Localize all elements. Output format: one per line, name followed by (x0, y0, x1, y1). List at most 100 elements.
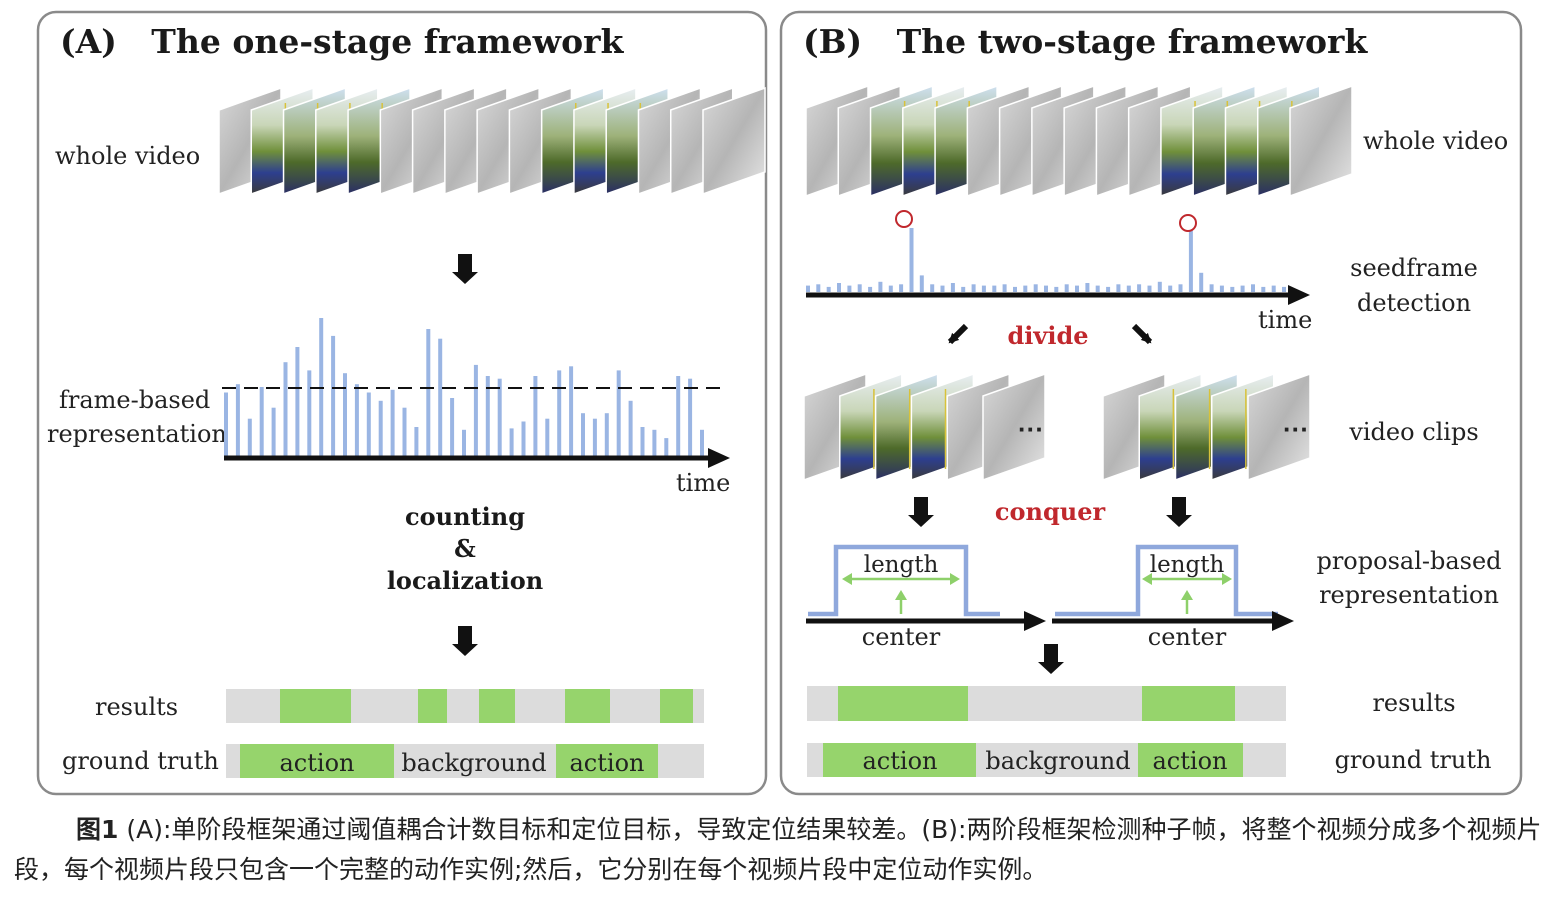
panel-b-axis-arrowhead (1288, 285, 1310, 305)
frame-bar (271, 407, 276, 456)
frame-bar (652, 429, 657, 456)
panel-a-result-segment (418, 689, 447, 723)
seed-bar (1230, 286, 1235, 292)
down-arrow-icon (1038, 644, 1064, 674)
frame-bar (366, 392, 371, 456)
divide-left-arrow-icon (947, 323, 969, 345)
panel-a-gt-action-segment (240, 744, 394, 778)
panel-b-result-segment (1142, 686, 1235, 721)
seed-bar (1002, 284, 1007, 292)
panel-a-results-label: results (95, 693, 178, 721)
frame-bar (473, 364, 478, 456)
localization-label: localization (387, 566, 543, 595)
seed-bar (1147, 285, 1152, 292)
panel-a-frame (36, 10, 768, 796)
seed-bar (1095, 285, 1100, 292)
panel-b-ground-truth-label: ground truth (1335, 746, 1492, 774)
panel-a-whole-video-frames (218, 86, 766, 196)
panel-a-frame-label-line2: representation (47, 420, 227, 448)
seed-bar (930, 284, 935, 292)
frame-bar (545, 418, 550, 456)
proposal-label-line1: proposal-based (1316, 547, 1501, 575)
frame-bar (592, 418, 597, 456)
caption-figure-number: 图1 (76, 815, 119, 844)
seed-bar (1271, 285, 1276, 292)
seed-bar (950, 283, 955, 292)
panel-a-result-segment (280, 689, 351, 723)
frame-bar (331, 335, 336, 456)
frame-bar (664, 438, 669, 456)
panel-a-title: (A) The one-stage framework (60, 22, 624, 61)
seed-bar (1168, 285, 1173, 292)
seed-bar (1251, 284, 1255, 292)
panel-b-gt-action-segment (1138, 743, 1243, 777)
seed-bar (1137, 284, 1142, 292)
panel-a-frame-label-line1: frame-based (59, 386, 210, 414)
panel-b-time-label: time (1258, 306, 1312, 334)
frame-bar (581, 413, 585, 456)
video-clip-frames-right (1102, 372, 1311, 482)
seed-bar (899, 284, 904, 292)
ampersand-label: & (454, 534, 476, 563)
frame-bar (462, 429, 466, 456)
seed-bar (1085, 283, 1090, 292)
down-arrow-icon (908, 497, 934, 527)
length-arrowhead-icon (1222, 573, 1232, 585)
frame-bar (497, 378, 502, 456)
figure-caption: 图1 (A):单阶段框架通过阈值耦合计数目标和定位目标，导致定位结果较差。(B)… (14, 810, 1544, 890)
panel-a-result-segment (479, 689, 515, 723)
panel-a-gt-action-1: action (280, 749, 355, 777)
seed-bar (1106, 286, 1111, 292)
seed-bar (1116, 284, 1121, 292)
frame-bar (640, 427, 645, 456)
frame-bar (414, 427, 419, 456)
seed-frame-marker-icon (1179, 214, 1197, 232)
seed-bar (971, 284, 976, 292)
caption-text: (A):单阶段框架通过阈值耦合计数目标和定位目标，导致定位结果较差。(B):两阶… (14, 815, 1542, 884)
panel-b-gt-action-2: action (1153, 747, 1228, 775)
frame-bar (307, 370, 312, 456)
seed-bar (1178, 284, 1183, 292)
seed-bar (1033, 284, 1038, 292)
frame-bar (235, 384, 240, 456)
seed-bar (1188, 230, 1193, 292)
length-label-left: length (864, 552, 939, 578)
panel-b-results-label: results (1372, 689, 1455, 717)
clip-ellipsis: ··· (1018, 414, 1044, 444)
seed-bar (961, 286, 966, 292)
proposal-box-right (1055, 544, 1278, 617)
panel-a-gt-action-segment (556, 744, 658, 778)
frame-bar (390, 389, 395, 456)
seed-bar (1054, 286, 1059, 292)
video-frame-thumbnail (1247, 372, 1311, 482)
seed-bar (1023, 285, 1028, 292)
panel-b-seed-bars (806, 228, 1286, 292)
seed-label-line1: seedframe (1350, 254, 1478, 282)
frame-bar (426, 329, 431, 456)
frame-bar (628, 400, 633, 456)
seed-bar (1064, 284, 1069, 292)
frame-bar (354, 384, 359, 456)
frame-bar (521, 421, 526, 456)
frame-bar (378, 400, 383, 456)
frame-bar (402, 407, 407, 456)
panel-b-gt-action-1: action (863, 747, 938, 775)
panel-b-gt-background: background (985, 747, 1130, 775)
video-frame-thumbnail (1289, 84, 1353, 198)
panel-a-time-label: time (676, 469, 730, 497)
frame-bar (688, 378, 693, 456)
down-arrow-icon (1166, 497, 1192, 527)
panel-a-result-segment (660, 689, 693, 723)
seed-bar (1044, 285, 1048, 292)
panel-a-gt-action-2: action (570, 749, 645, 777)
seed-bar (816, 284, 821, 292)
clip-ellipsis: ··· (1283, 414, 1309, 444)
seed-bar (1240, 285, 1245, 292)
panel-a-ground-truth-label: ground truth (62, 747, 219, 775)
seed-label-line2: detection (1357, 289, 1471, 317)
seed-bar (857, 284, 862, 292)
frame-bar (700, 429, 704, 456)
seed-bar (878, 281, 883, 292)
proposal-box-left (808, 544, 1000, 617)
